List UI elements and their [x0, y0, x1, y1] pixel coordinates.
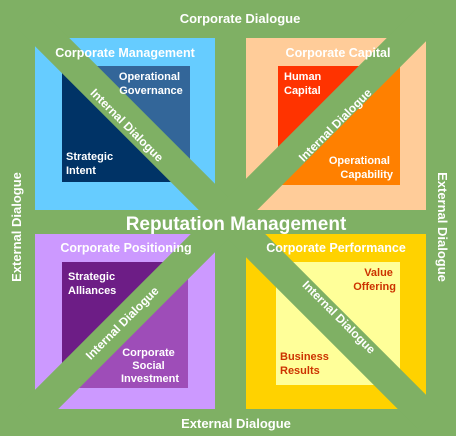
- tl-lower-label: Strategic Intent: [66, 151, 116, 177]
- br-upper-label: Value Offering: [353, 267, 396, 293]
- frame-right-label: External Dialogue: [435, 172, 450, 282]
- br-title: Corporate Performance: [266, 241, 406, 255]
- tl-title: Corporate Management: [55, 46, 195, 60]
- diagonal-band-up: [17, 7, 439, 429]
- tr-title: Corporate Capital: [286, 46, 391, 60]
- frame-left-label: External Dialogue: [9, 172, 24, 282]
- tr-lower-label: Operational Capability: [329, 155, 394, 181]
- tl-upper-label: Operational Governance: [119, 71, 183, 97]
- center-title: Reputation Management: [126, 214, 347, 235]
- frame-bottom-label: External Dialogue: [181, 416, 291, 431]
- bl-upper-label: Strategic Alliances: [68, 271, 118, 297]
- frame-top-label: Corporate Dialogue: [180, 11, 301, 26]
- bl-title: Corporate Positioning: [60, 241, 191, 255]
- br-lower-label: Business Results: [280, 351, 332, 377]
- tr-upper-label: Human Capital: [284, 71, 324, 97]
- bl-lower-label: Corporate Social Investment: [121, 347, 179, 385]
